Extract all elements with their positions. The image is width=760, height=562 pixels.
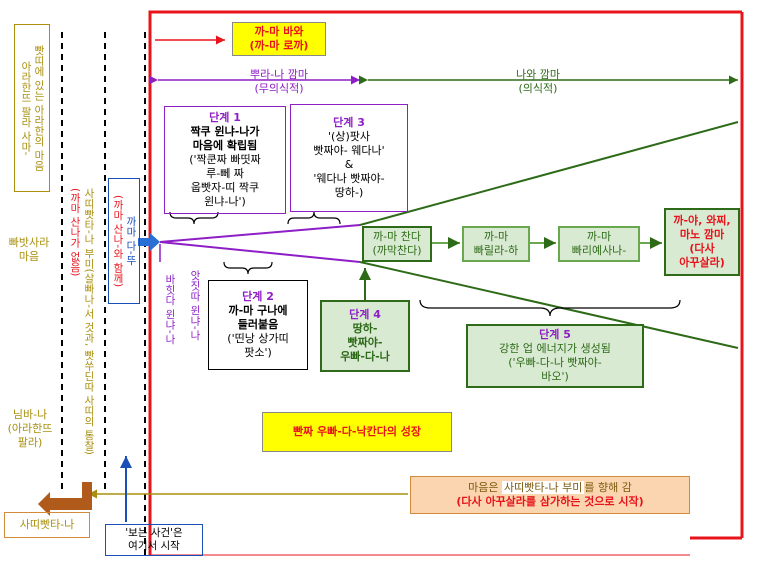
nibbana-label: 님바-나 (아라한뜨 팔라)	[7, 408, 53, 449]
kama-dhatu-sub: (까마 산나-와 함께)	[112, 194, 124, 288]
seeing-event-box: '보는 사건'은 여기서 시작	[105, 524, 203, 556]
stage-2-title: 단계 2	[242, 290, 274, 303]
red-frame	[148, 10, 744, 556]
stage-4-title: 단계 4	[349, 308, 381, 321]
growth-box: 빤짜 우빠-다-낙칸다의 성장	[262, 412, 452, 452]
arahant-phala-box: 아라한뜨 팔라 사마- 빳띠에 있는 아라한의 마음	[14, 24, 50, 192]
sati-line-sub: (까마 산나가 없음)	[69, 188, 81, 277]
purana-kamma-label: 뿌라-나 깜마 (무의식적)	[249, 68, 309, 95]
satipatthana-bhumi-vertical: 사띠빳타-나 부미(살빠나-서 것과, 빳쑤딘따 사띠의 통찰) (까마 산나가…	[68, 188, 95, 455]
arahant-line-2: 빳띠에 있는 아라한의 마음	[33, 45, 45, 171]
stage-1-note: ('짝쿤짜 빠띳짜 루-뻬 짜 웁빳자-띠 짝쿠 윈냐-나')	[189, 153, 261, 208]
kama-chanda-box: 까-마 찬다 (까막찬다)	[362, 226, 432, 262]
stage-1-box: 단계 1 짝쿠 윈냐-나가 마음에 확립됨 ('짝쿤짜 빠띳짜 루-뻬 짜 웁빳…	[164, 106, 286, 214]
blue-entry-arrow	[138, 233, 160, 251]
arahant-line-1: 아라한뜨 팔라 사마-	[20, 60, 32, 156]
result-kamma-box: 까-야, 와찌, 마노 깜마 (다사 아꾸살라)	[664, 208, 740, 276]
bahiddha-vinnana-label: 바힛다 윈냐-나	[164, 274, 176, 345]
stage-3-box: 단계 3 '(상)팟사 빳짜야- 웨다나' & '웨다나 빳짜야- 땅하-)	[290, 104, 408, 212]
stage-5-box: 단계 5 강한 업 에너지가 생성됨 ('우빠-다-나 빳짜야- 바오')	[466, 324, 644, 388]
ajjhatta-vinnana-label: 앗짓따 윈냐-나	[189, 270, 201, 341]
bottom-note-line-2: (다사 아꾸살라를 삼가하는 것으로 시작)	[456, 495, 644, 508]
stage-1-title: 단계 1	[209, 111, 241, 124]
stage-2-note: ('띤낭 상가띠 팟소')	[227, 332, 289, 359]
kama-dhatu-label: 까마 다-뚜	[125, 216, 137, 266]
kama-parilaha-box: 까-마 빠릴라-하	[462, 226, 530, 262]
kama-bhava-box: 까-마 바와 (까-마 로까)	[232, 22, 326, 56]
nava-kamma-label: 나와 깜마 (의식적)	[516, 68, 560, 95]
stage-5-body: 강한 업 에너지가 생성됨 ('우빠-다-나 빳짜야- 바오')	[499, 342, 611, 383]
stage-2-body: 까-마 구나에 들러붙음	[228, 304, 288, 331]
stage-3-body: '(상)팟사 빳짜야- 웨다나' & '웨다나 빳짜야- 땅하-)	[313, 130, 385, 199]
stage-4-body: 땅하- 빳짜야- 우빠-다-나	[340, 322, 390, 363]
satipatthana-box: 사띠빳타-나	[4, 512, 90, 538]
stage-2-box: 단계 2 까-마 구나에 들러붙음 ('띤낭 상가띠 팟소')	[208, 280, 308, 370]
stage-1-body: 짝쿠 윈냐-나가 마음에 확립됨	[190, 125, 260, 152]
stage-5-title: 단계 5	[539, 328, 571, 341]
kama-dhatu-box: 까마 다-뚜 (까마 산나-와 함께)	[108, 178, 140, 304]
stage-3-title: 단계 3	[333, 116, 365, 129]
kama-pariyesana-box: 까-마 빠리예사나-	[558, 226, 640, 262]
satipatthana-bent-arrow	[38, 482, 92, 516]
pabhassara-label: 빠밧사라 마음	[8, 236, 50, 263]
sati-line-main: 사띠빳타-나 부미(살빠나-서 것과, 빳쑤딘따 사띠의 통찰)	[83, 188, 95, 455]
stage-4-box: 단계 4 땅하- 빳짜야- 우빠-다-나	[320, 300, 410, 372]
